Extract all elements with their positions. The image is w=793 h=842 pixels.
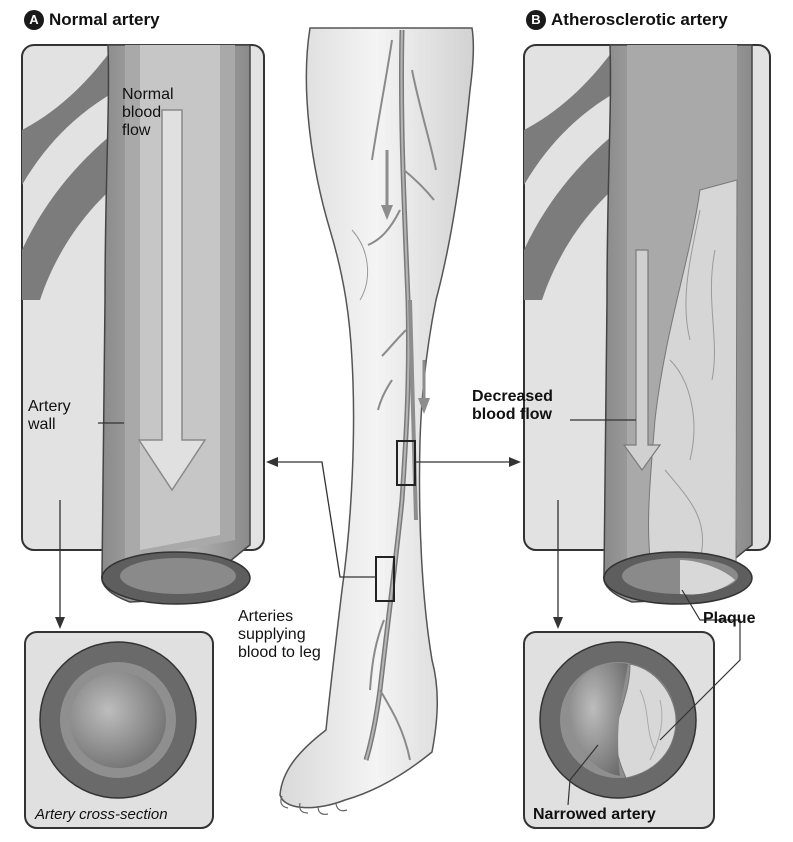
- leg-illustration: [280, 28, 473, 814]
- decreased-flow-label: Decreased blood flow: [472, 388, 553, 424]
- panel-a-badge: A: [24, 10, 44, 30]
- panel-a-title-text: Normal artery: [49, 10, 160, 30]
- panel-b-title-text: Atherosclerotic artery: [551, 10, 728, 30]
- panel-b-badge: B: [526, 10, 546, 30]
- narrowed-artery-label: Narrowed artery: [533, 806, 656, 824]
- panel-b-illustration: [524, 45, 770, 828]
- plaque-label: Plaque: [703, 610, 755, 628]
- arteries-label: Arteries supplying blood to leg: [238, 608, 321, 662]
- panel-a-illustration: [22, 45, 264, 828]
- cross-section-label: Artery cross-section: [35, 806, 168, 824]
- panel-a-title: A Normal artery: [24, 10, 160, 30]
- panel-b-title: B Atherosclerotic artery: [526, 10, 728, 30]
- artery-wall-label: Artery wall: [28, 398, 71, 434]
- normal-flow-label: Normal blood flow: [122, 86, 174, 140]
